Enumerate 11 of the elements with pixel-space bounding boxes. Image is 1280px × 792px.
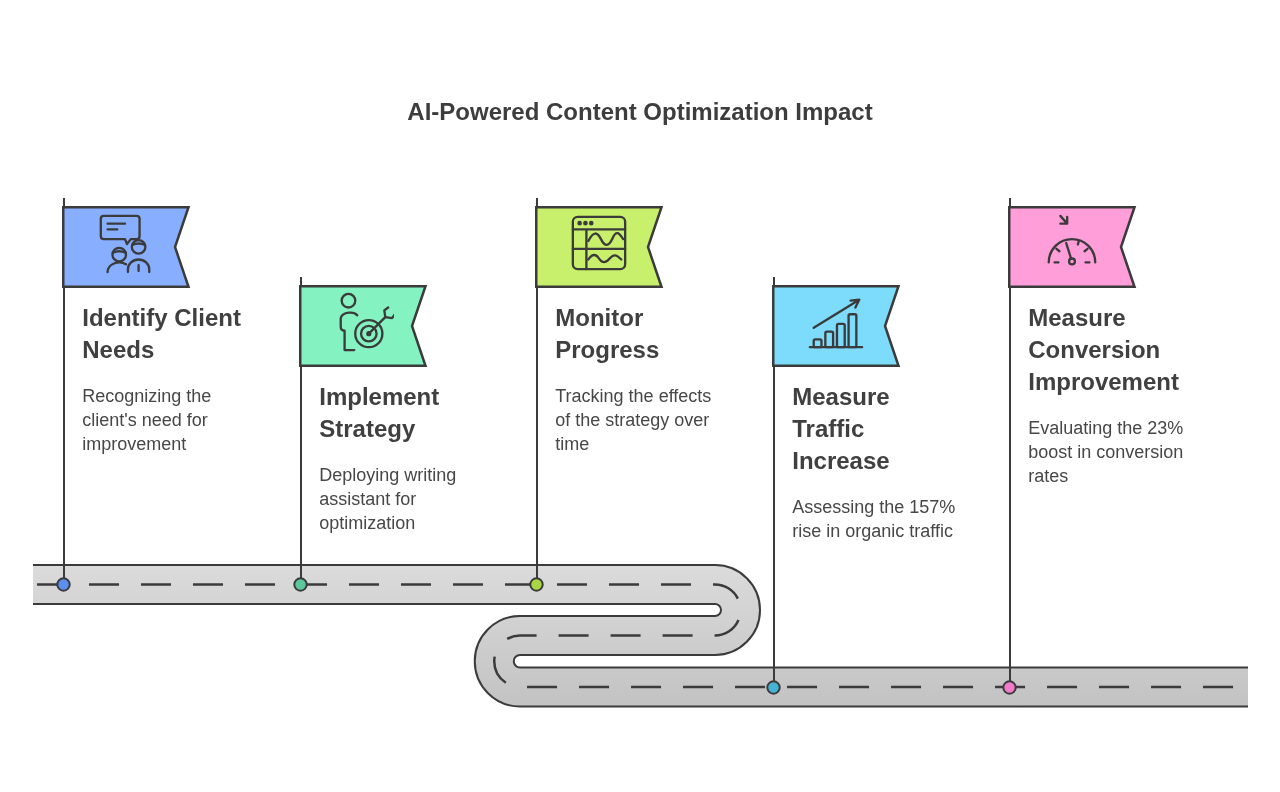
step-description: Tracking the effects of the strategy over time bbox=[555, 385, 713, 456]
step-description: Evaluating the 23% boost in conversion rates bbox=[1028, 417, 1185, 488]
step-description: Recognizing the client's need for improvement bbox=[82, 385, 213, 456]
diagram-title: AI-Powered Content Optimization Impact bbox=[407, 97, 873, 127]
step-title: Identify Client Needs bbox=[82, 303, 242, 365]
step-title: Monitor Progress bbox=[555, 303, 661, 365]
step-title: Measure Traffic Increase bbox=[792, 382, 891, 476]
step-description: Assessing the 157% rise in organic traffic bbox=[792, 496, 957, 543]
step-title: Measure Conversion Improvement bbox=[1028, 303, 1180, 397]
step-description: Deploying writing assistant for optimization bbox=[319, 464, 458, 535]
step-title: Implement Strategy bbox=[319, 382, 441, 444]
